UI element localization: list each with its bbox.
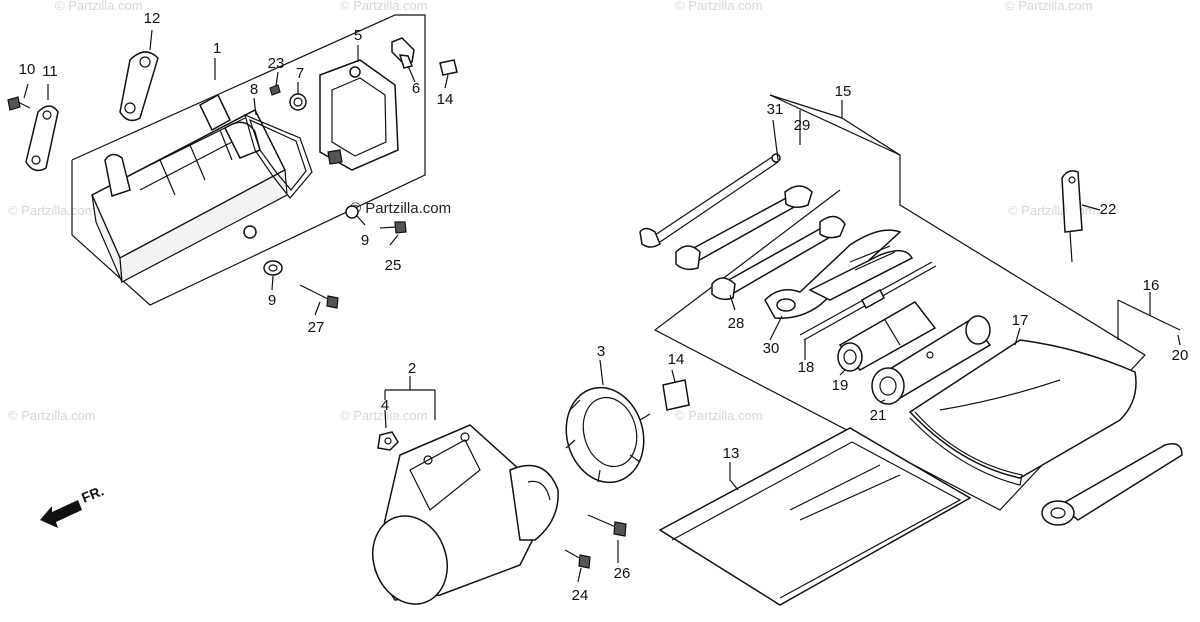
tool-kit-group — [639, 94, 1183, 606]
callout-23: 23 — [268, 55, 285, 72]
watermark: © Partzilla.com — [8, 408, 96, 423]
callout-3: 3 — [597, 343, 605, 360]
nut — [377, 431, 399, 451]
callout-18: 18 — [798, 359, 815, 376]
pin — [269, 84, 281, 96]
callout-20: 20 — [1172, 347, 1189, 364]
watermark: © Partzilla.com — [675, 408, 763, 423]
callout-6: 6 — [412, 80, 420, 97]
callout-2: 2 — [408, 360, 416, 377]
bolt — [564, 549, 591, 569]
callout-15: 15 — [835, 83, 852, 100]
callout-4: 4 — [381, 397, 389, 414]
grommet — [289, 93, 307, 111]
band-ring — [565, 386, 651, 484]
callout-16: 16 — [1143, 277, 1160, 294]
wrench — [639, 153, 781, 248]
bolt — [587, 514, 627, 537]
watermark: © Partzilla.com — [675, 0, 763, 13]
tool-box-cover — [319, 59, 399, 171]
knob — [391, 37, 415, 69]
callout-31: 31 — [767, 101, 784, 118]
callout-17: 17 — [1012, 312, 1029, 329]
washer — [263, 260, 283, 276]
callout-26: 26 — [614, 565, 631, 582]
bracket — [119, 51, 159, 122]
callout-9: 9 — [361, 232, 369, 249]
seal-inner — [248, 118, 307, 191]
watermark: © Partzilla.com — [55, 0, 143, 13]
callout-28: 28 — [728, 315, 745, 332]
screwdriver — [799, 261, 937, 341]
callout-14: 14 — [437, 91, 454, 108]
tool-bag — [908, 339, 1137, 486]
callout-7: 7 — [296, 65, 304, 82]
callout-21: 21 — [870, 407, 887, 424]
box-wrench — [871, 315, 992, 405]
callout-24: 24 — [572, 587, 589, 604]
callout-14: 14 — [668, 351, 685, 368]
tool-box — [91, 93, 288, 283]
callout-29: 29 — [794, 117, 811, 134]
screwdriver-handle — [1061, 170, 1083, 263]
watermark: © Partzilla.com — [340, 0, 428, 13]
bolt — [7, 96, 31, 111]
callout-13: 13 — [723, 445, 740, 462]
callout-10: 10 — [19, 61, 36, 78]
seal — [244, 113, 313, 199]
watermark-main: © Partzilla.com — [350, 200, 451, 217]
group-outline — [71, 14, 426, 306]
washer — [345, 205, 359, 219]
callout-19: 19 — [832, 377, 849, 394]
intake-group — [372, 379, 690, 605]
wrench — [675, 185, 813, 271]
stay — [25, 105, 59, 172]
callout-25: 25 — [385, 257, 402, 274]
callout-12: 12 — [144, 10, 161, 27]
callout-22: 22 — [1100, 201, 1117, 218]
bracket-line — [1117, 299, 1181, 331]
pliers — [764, 229, 914, 319]
wrench — [711, 215, 846, 301]
toolbox-group — [7, 14, 458, 309]
bolt — [299, 284, 339, 309]
callout-labels: 1 2 3 4 5 6 7 8 9 9 10 11 12 13 14 14 15… — [19, 10, 1189, 604]
air-duct — [372, 424, 559, 605]
front-arrow: FR. — [40, 482, 106, 528]
spanner — [1041, 443, 1183, 526]
callout-9: 9 — [268, 292, 276, 309]
front-arrow-label: FR. — [79, 482, 106, 505]
socket-wrench — [837, 301, 937, 372]
callout-5: 5 — [354, 27, 362, 44]
callout-1: 1 — [213, 40, 221, 57]
watermark: © Partzilla.com — [340, 408, 428, 423]
watermark: © Partzilla.com — [8, 203, 96, 218]
label-sticker — [662, 379, 690, 411]
callout-30: 30 — [763, 340, 780, 357]
callout-11: 11 — [42, 63, 58, 80]
leader-lines — [23, 29, 1181, 583]
watermark: © Partzilla.com — [1005, 0, 1093, 13]
bolt — [379, 221, 407, 234]
callout-27: 27 — [308, 319, 325, 336]
callout-8: 8 — [250, 81, 258, 98]
owners-manual — [658, 427, 972, 606]
label-sticker — [439, 59, 458, 76]
